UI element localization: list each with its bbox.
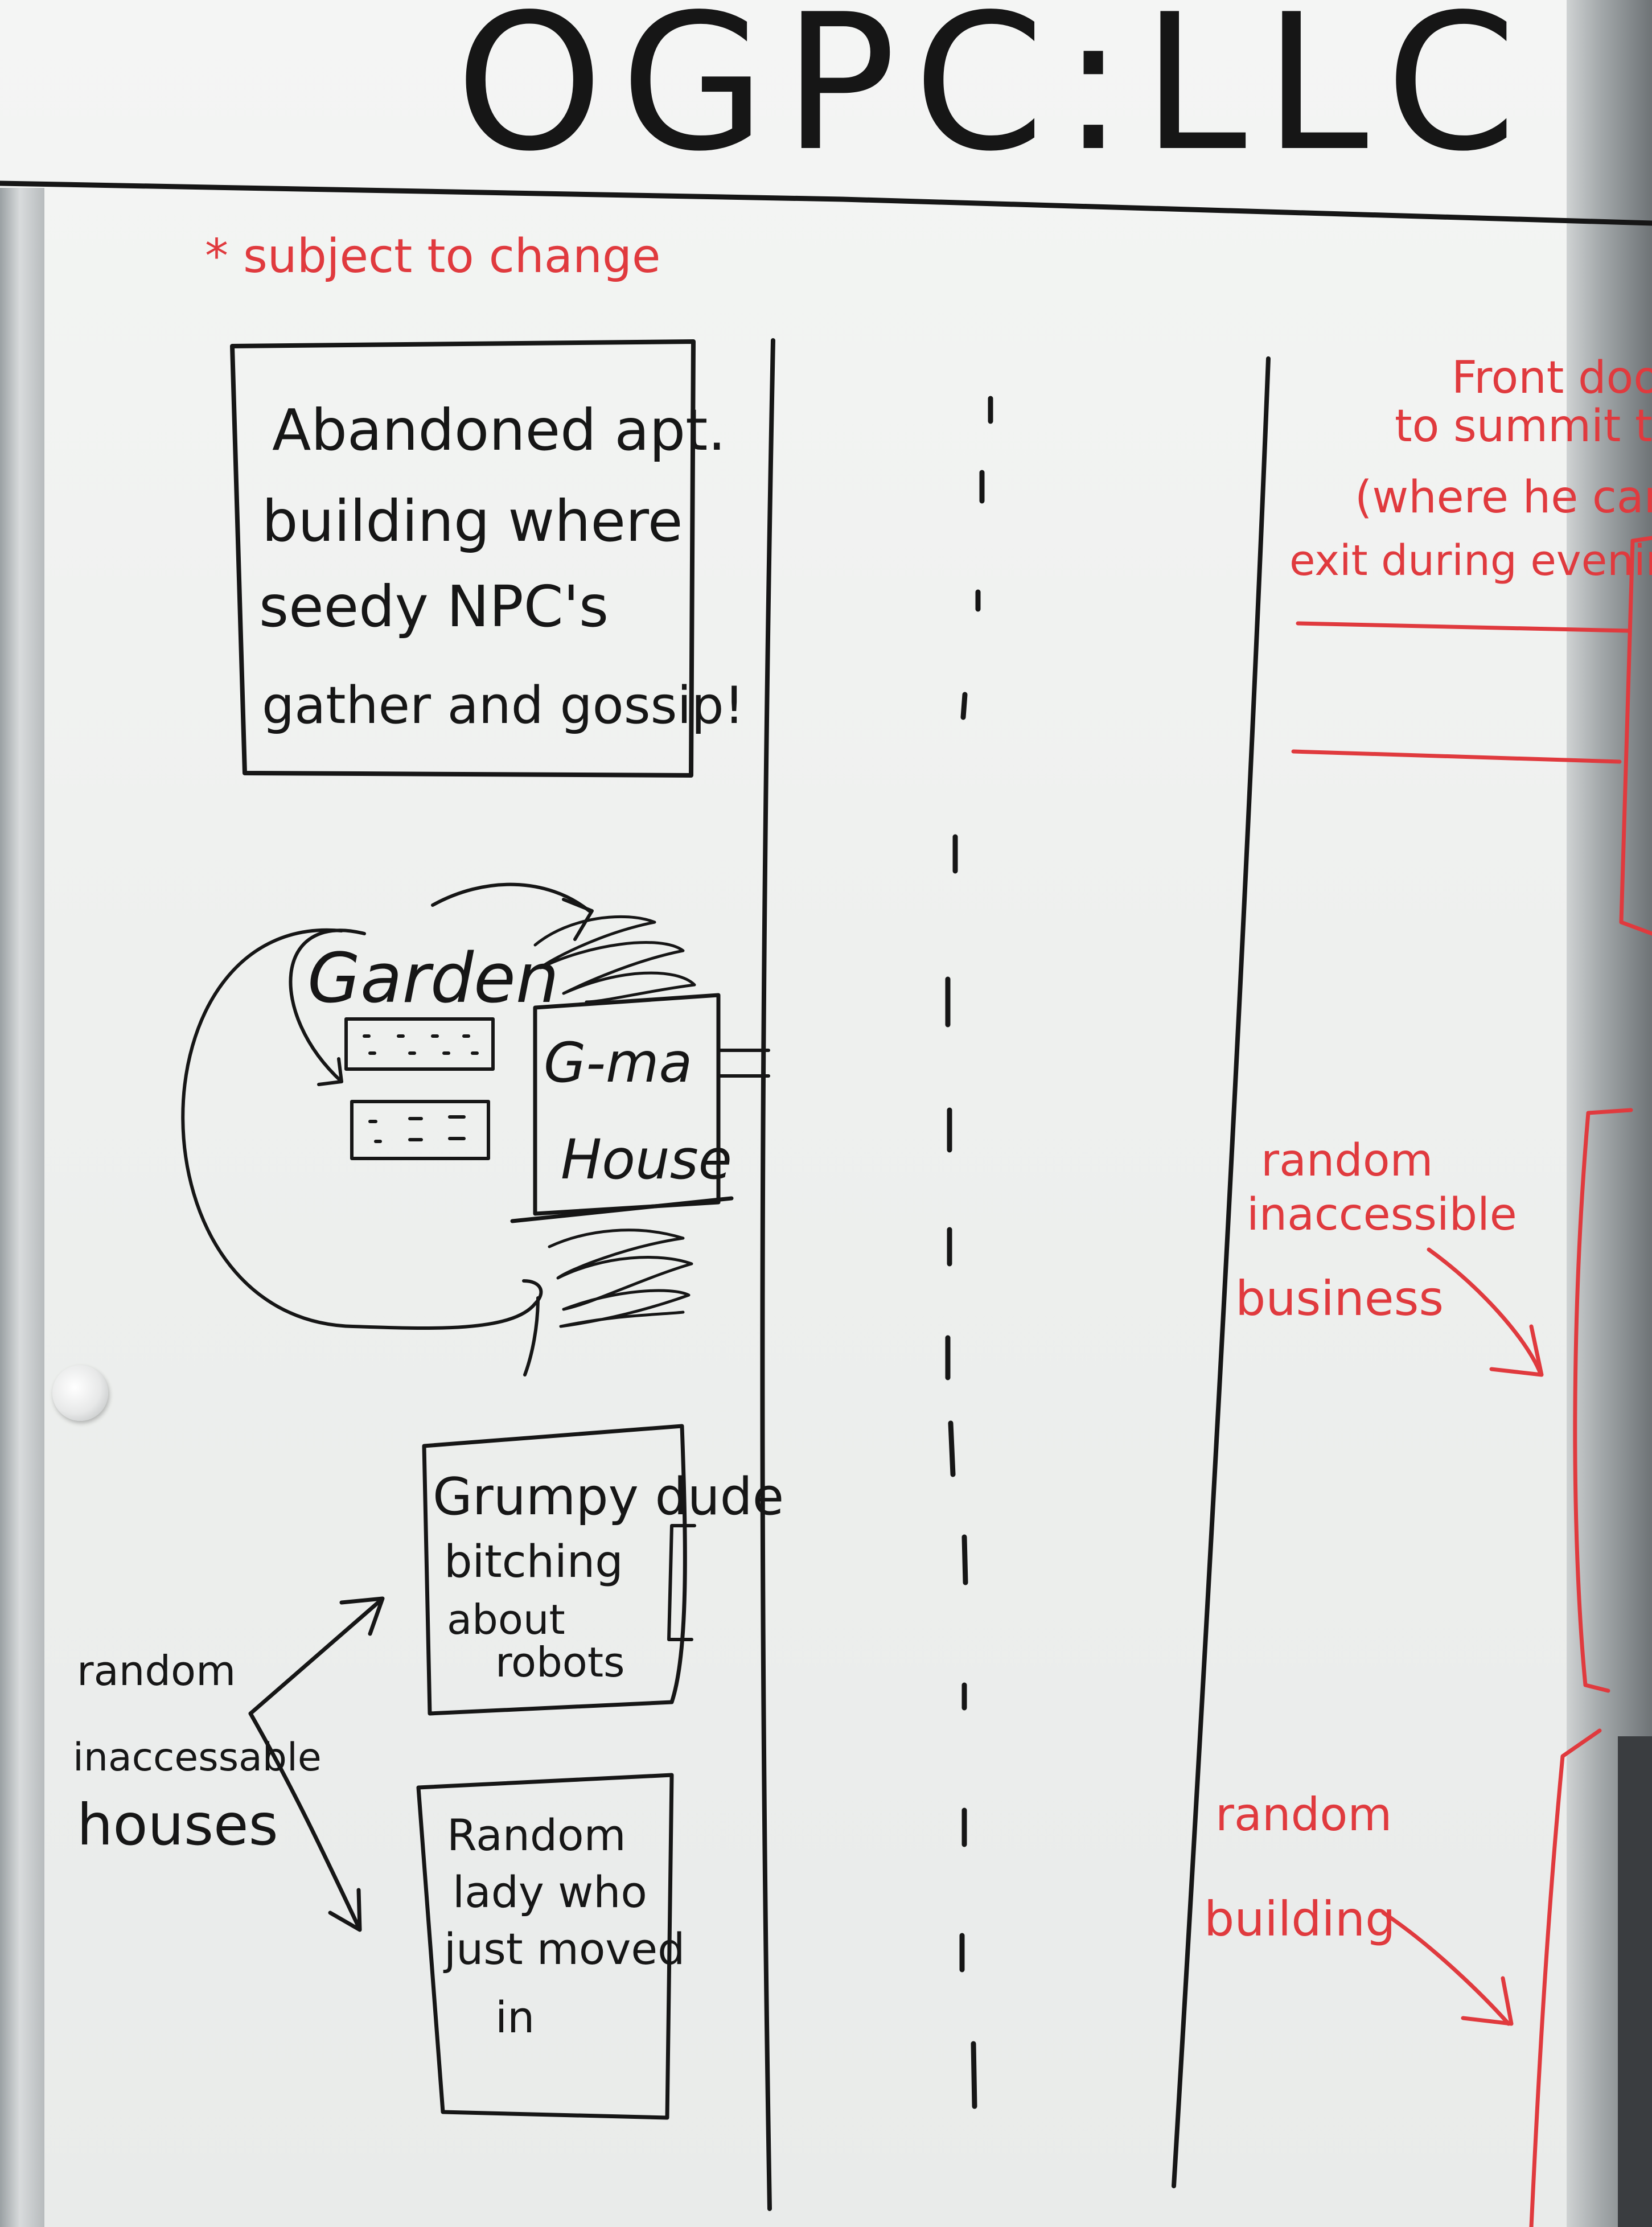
road-center-dashes — [945, 396, 993, 2109]
building-arrow — [1381, 1910, 1511, 2026]
apartment-box — [230, 339, 696, 778]
random-lady-house: Random lady who just moved in — [416, 1773, 685, 2120]
garden-arrow-top — [431, 882, 591, 913]
random-building-line-2: building — [1204, 1891, 1395, 1947]
bush-scribble-top — [533, 915, 696, 1004]
business-line-1: random — [1261, 1135, 1433, 1186]
grumpy-dude-line-4: robots — [495, 1638, 625, 1686]
summit-tech-building — [1291, 536, 1652, 936]
houses-label-line-3: houses — [77, 1792, 278, 1858]
garden-bed-2 — [350, 1100, 490, 1160]
houses-arrow-down — [248, 1711, 361, 1929]
grumpy-dude-line-2: bitching — [444, 1536, 623, 1588]
front-door-note: Front door to summit tech (where he can … — [1289, 352, 1652, 585]
road-left-edge — [760, 338, 775, 2211]
whiteboard-frame-left — [0, 188, 44, 2227]
business-bracket — [1573, 1108, 1633, 1693]
gma-house-door — [717, 1049, 770, 1078]
magnet-icon — [52, 1365, 108, 1421]
houses-arrow-down-head — [328, 1888, 362, 1932]
business-line-2: inaccessible — [1247, 1189, 1517, 1240]
road-right-edge — [1172, 356, 1271, 2188]
front-door-line-4: exit during evening) — [1289, 536, 1652, 585]
houses-arrow-up-head — [339, 1596, 385, 1636]
gma-house-line-2: House — [561, 1128, 732, 1191]
grumpy-dude-line-3: about — [447, 1596, 565, 1643]
garden-arrow-left-head — [317, 1057, 343, 1086]
front-door-line-1: Front door — [1452, 352, 1652, 404]
apartment-line-1: Abandoned apt. — [272, 397, 726, 463]
houses-arrow-up — [248, 1597, 384, 1716]
gma-house-box — [533, 993, 721, 1216]
bush-scribble-bottom — [548, 1228, 693, 1328]
apartment-line-3: seedy NPC's — [259, 573, 609, 640]
summit-tech-bottom-line — [1291, 749, 1622, 764]
subject-to-change-note: * subject to change — [205, 229, 661, 283]
garden-loop-line — [181, 928, 543, 1330]
board-title: OGPC:LLC — [455, 0, 1534, 192]
building-bracket — [1529, 1728, 1602, 2227]
garden-bed-1 — [344, 1017, 495, 1071]
summit-tech-top-line — [1296, 621, 1630, 633]
garden-bed-1-dots — [363, 1034, 479, 1055]
garden-label: Garden — [307, 939, 559, 1018]
business-arrow-head — [1489, 1324, 1544, 1377]
apartment-line-4: gather and gossip! — [262, 676, 745, 736]
garden-loop-tail — [523, 1296, 540, 1377]
houses-label-group: random inaccessable houses — [73, 1596, 385, 1932]
random-lady-line-2: lady who — [453, 1867, 647, 1917]
whiteboard-frame-edge — [1618, 1736, 1652, 2227]
apartment-note: Abandoned apt. building where seedy NPC'… — [259, 397, 745, 736]
random-building-line-1: random — [1215, 1788, 1392, 1841]
front-door-line-2: to summit tech — [1395, 401, 1652, 452]
building-arrow-head — [1461, 1976, 1514, 2026]
grumpy-dude-line-1: Grumpy dude — [433, 1467, 784, 1527]
houses-label-line-1: random — [77, 1647, 236, 1695]
random-lady-box — [416, 1773, 674, 2120]
business-group: random inaccessible business — [1235, 1108, 1633, 1693]
random-lady-line-1: Random — [447, 1810, 626, 1860]
random-lady-line-4: in — [495, 1992, 535, 2043]
grumpy-dude-house: Grumpy dude bitching about robots — [422, 1424, 784, 1716]
apartment-line-2: building where — [262, 488, 683, 554]
business-line-3: business — [1235, 1271, 1444, 1326]
random-building-group: random building — [1204, 1728, 1602, 2227]
gma-house-line-1: G-ma — [544, 1031, 692, 1095]
random-lady-line-3: just moved — [443, 1924, 685, 1974]
houses-label-line-2: inaccessable — [73, 1735, 322, 1780]
title-divider-line — [0, 180, 1652, 226]
grumpy-dude-box — [422, 1424, 687, 1716]
grumpy-dude-door — [667, 1524, 696, 1641]
garden-bed-2-dots — [368, 1115, 466, 1143]
business-arrow — [1427, 1247, 1542, 1374]
gma-house: G-ma House — [510, 993, 770, 1223]
front-door-line-3: (where he can — [1355, 472, 1652, 523]
garden-diagram: Garden — [181, 882, 696, 1377]
gma-house-baseline — [510, 1196, 734, 1223]
summit-tech-bracket — [1619, 536, 1652, 936]
garden-arrow-top-head — [562, 898, 594, 941]
